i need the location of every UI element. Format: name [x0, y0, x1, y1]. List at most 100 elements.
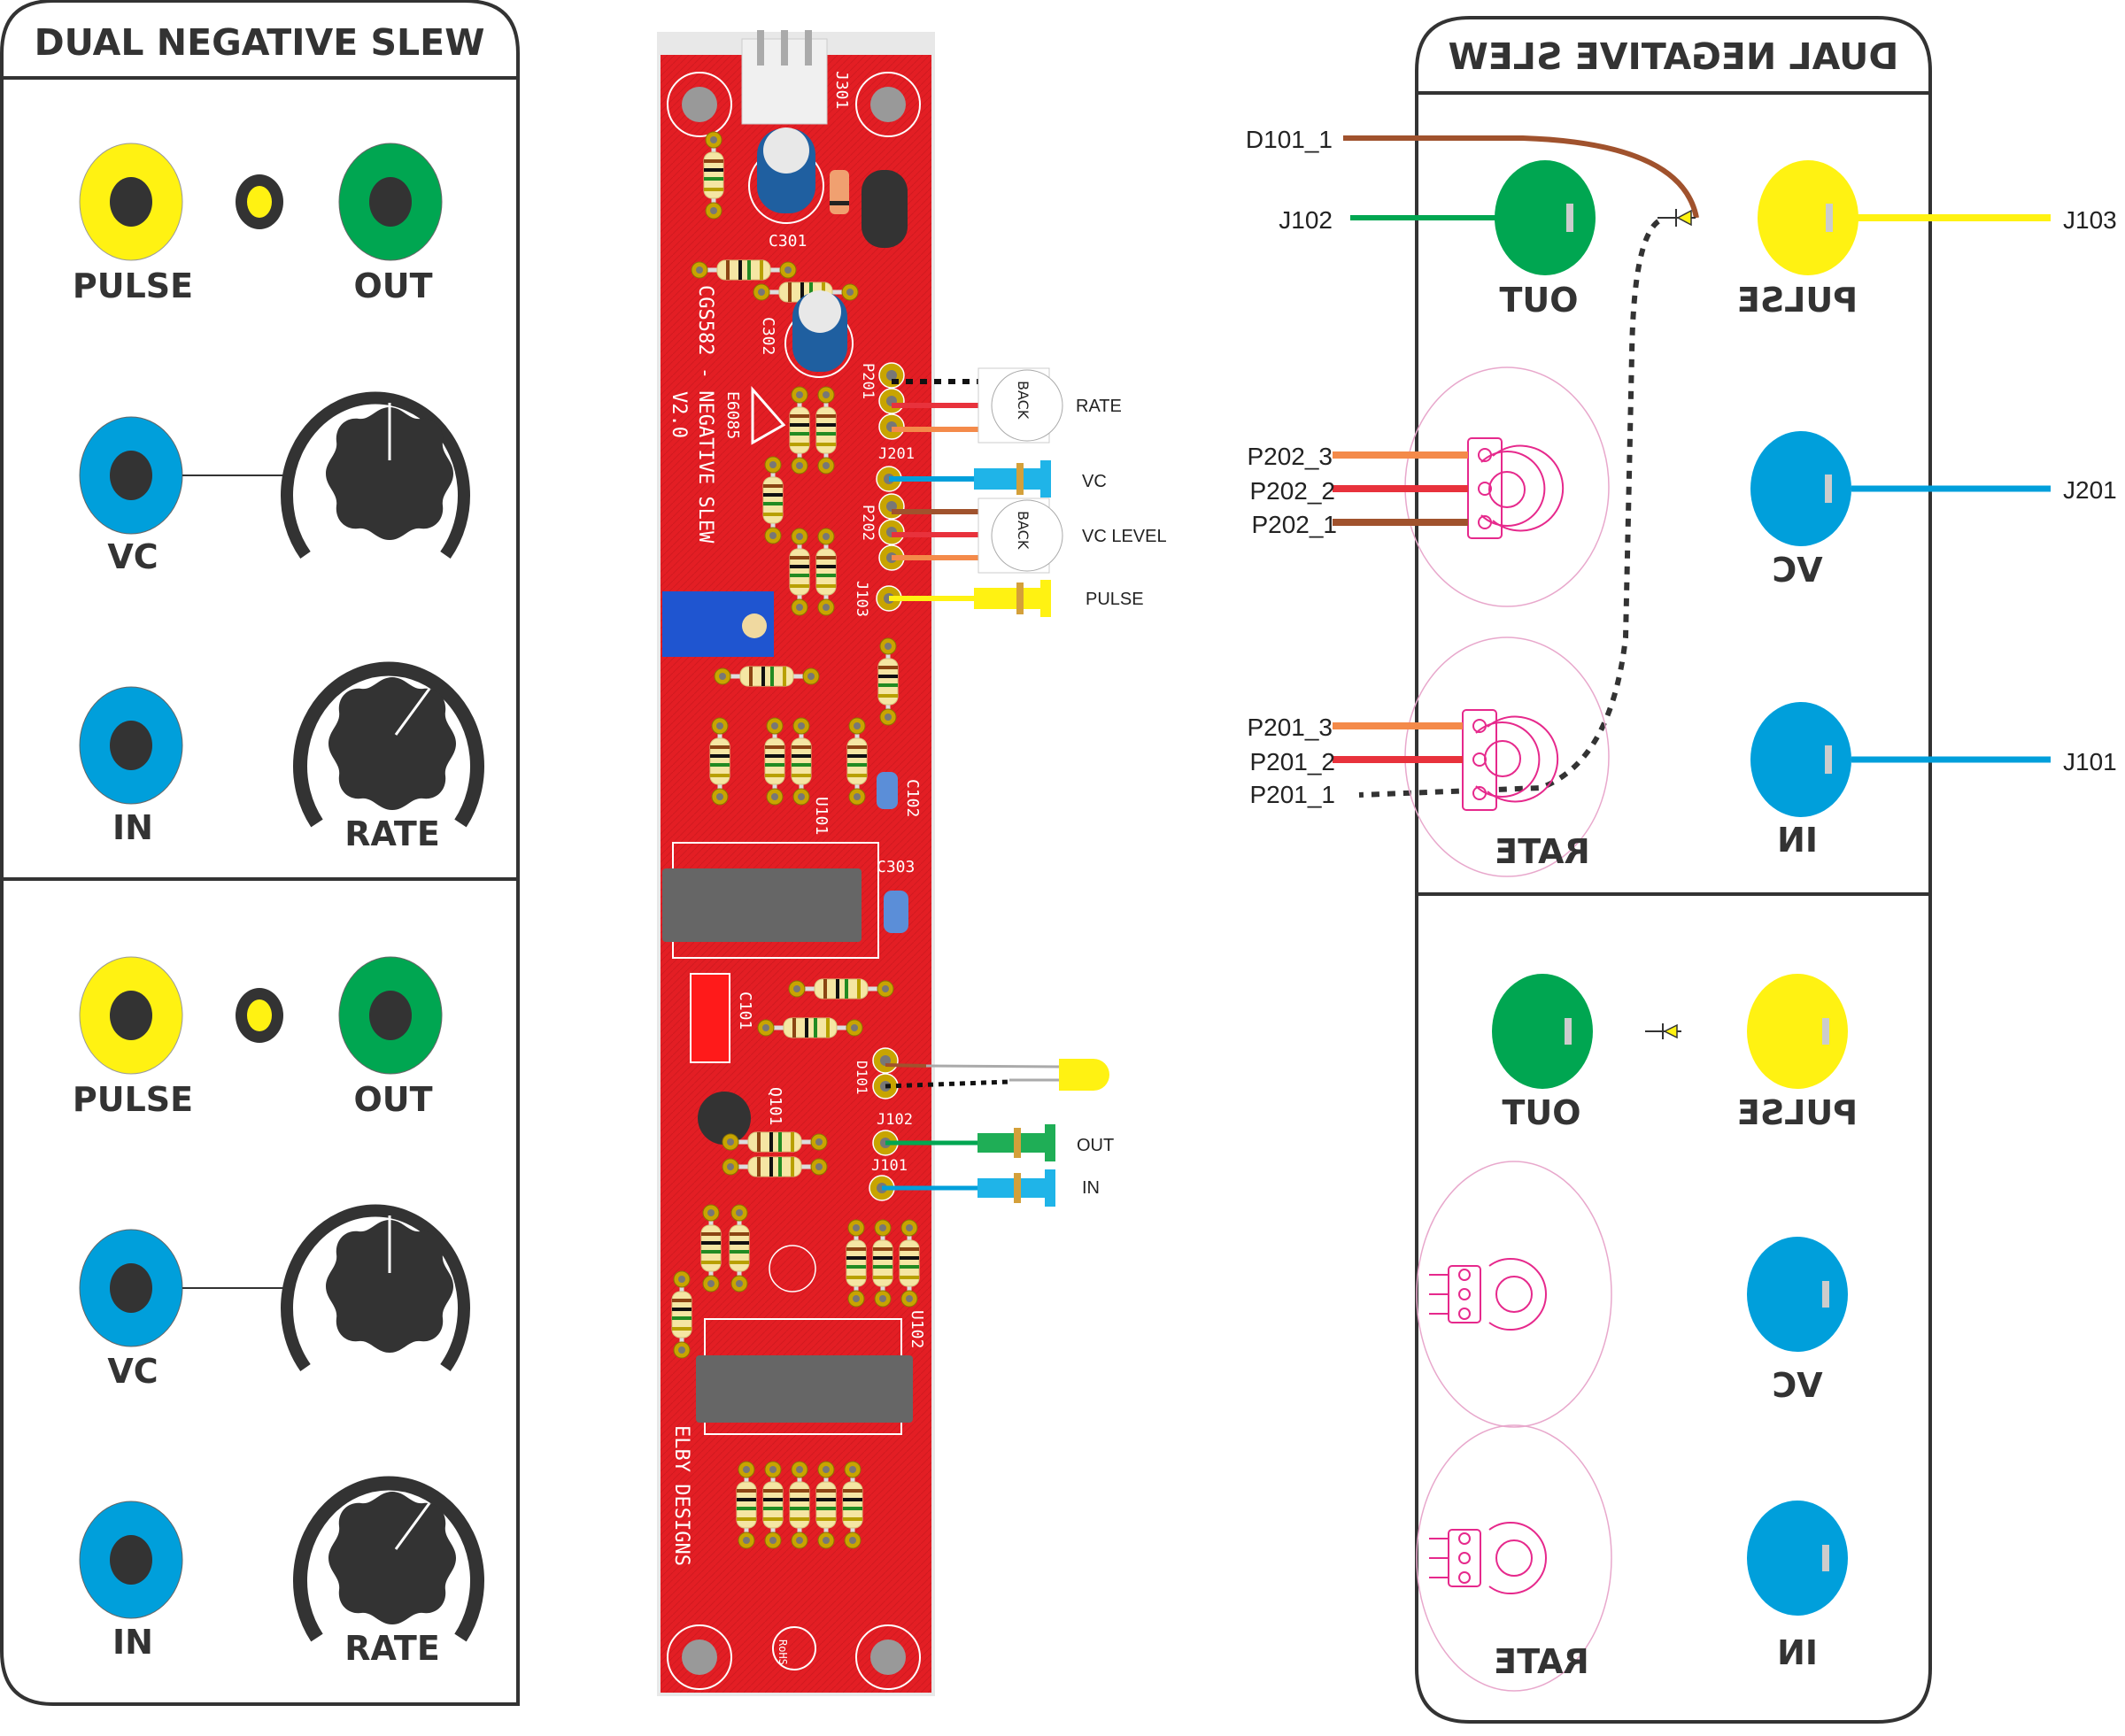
ref-j102: J102	[877, 1111, 913, 1129]
in-label: IN	[112, 1623, 153, 1662]
wire-label-p201-1: P201_1	[1249, 781, 1335, 808]
vc-label: VC	[107, 1352, 158, 1391]
rate-knob[interactable]	[293, 661, 484, 828]
wire-labels: D101_1 J102 J103 P202_3 P202_2 P202_1 J2…	[1246, 126, 2117, 808]
ref-j101: J101	[871, 1157, 908, 1175]
ref-j301: J301	[832, 71, 851, 109]
rohs-icon: RoHS	[772, 1626, 816, 1670]
trimmer-potentiometer	[662, 591, 774, 657]
front-channel-1: PULSE OUT VC IN RATE	[73, 143, 484, 853]
pot-back-label: BACK	[1015, 381, 1032, 420]
mounting-hole	[855, 72, 921, 137]
rate-label-rear: RATE	[1494, 1642, 1589, 1681]
pulse-label-rear: PULSE	[1737, 1093, 1858, 1132]
pulse-jack-rear[interactable]	[1758, 160, 1858, 275]
ref-c102: C102	[903, 779, 922, 817]
header-p202: P202	[859, 493, 905, 571]
pcb-board: J301 C301 RP02 C302 CGS582 -	[657, 30, 935, 1696]
rate-knob[interactable]	[293, 1476, 484, 1642]
vc-jack-rear[interactable]	[1747, 1237, 1848, 1352]
rate-label: RATE	[344, 1629, 440, 1668]
front-panel: DUAL NEGATIVE SLEW	[0, 0, 520, 1706]
diode	[830, 170, 849, 214]
pulse-label-rear: PULSE	[1737, 281, 1858, 320]
pulse-label: PULSE	[73, 1080, 193, 1119]
out-jack-rear[interactable]	[1492, 974, 1593, 1089]
voltage-regulator	[862, 170, 908, 248]
vc-jack[interactable]	[79, 1229, 183, 1347]
wire-label-j103: J103	[2063, 206, 2117, 234]
ref-u102: U102	[908, 1310, 926, 1348]
ref-c303: C303	[877, 858, 915, 876]
rate-knob-pointer	[394, 688, 431, 736]
rohs-text: RoHS	[777, 1640, 789, 1665]
mounting-hole	[667, 1624, 732, 1690]
wire-label-d101-1: D101_1	[1246, 126, 1333, 153]
board-cert-text: E6085	[723, 391, 742, 439]
ic-u101	[662, 842, 879, 959]
rate-pot-outline	[1416, 1424, 1612, 1692]
ref-u101: U101	[812, 797, 831, 835]
vc-label-rear: VC	[1772, 1366, 1822, 1405]
ref-j201: J201	[878, 445, 915, 463]
offboard-label-rate: RATE	[1076, 397, 1122, 416]
diode-icon	[1645, 1023, 1681, 1039]
pulse-led	[236, 988, 283, 1043]
rate-label-rear: RATE	[1495, 832, 1590, 871]
board-maker-text: ELBY DESIGNS	[670, 1425, 692, 1566]
wire-label-p201-2: P201_2	[1249, 748, 1335, 775]
rate-pot-icon: BACK	[978, 367, 1063, 444]
vc-label-rear: VC	[1772, 551, 1822, 590]
ic-u102	[696, 1318, 913, 1435]
rear-panel-title: DUAL NEGATIVE SLEW	[1449, 35, 1899, 78]
out-label-rear: OUT	[1499, 281, 1578, 320]
ref-c301: C301	[769, 232, 807, 251]
capacitor-c301: C301	[748, 127, 824, 251]
board-title-text: CGS582 - NEGATIVE SLEW	[694, 285, 716, 544]
rear-channel-2: OUT PULSE VC	[1416, 974, 1858, 1692]
pulse-jack-icon	[974, 580, 1051, 617]
in-label-rear: IN	[1777, 821, 1818, 860]
out-jack[interactable]	[338, 143, 443, 261]
vc-level-pot-outline	[1416, 1161, 1612, 1428]
pulse-led	[236, 174, 283, 229]
vc-level-knob[interactable]	[281, 391, 470, 559]
ref-p202: P202	[859, 505, 877, 541]
vc-level-pot-outline	[1404, 366, 1610, 607]
vc-jack-rear[interactable]	[1750, 431, 1851, 546]
diode-icon	[1658, 209, 1696, 227]
offboard-label-out: OUT	[1077, 1136, 1114, 1155]
in-jack[interactable]	[79, 1501, 183, 1619]
off-board-wiring: BACK RATE VC BACK VC LEVEL PULSE	[882, 367, 1167, 1207]
power-connector-j301: J301	[741, 30, 851, 125]
vc-level-pot-icon: BACK	[978, 498, 1063, 574]
vc-level-knob[interactable]	[281, 1204, 470, 1372]
in-jack[interactable]	[79, 686, 183, 805]
capacitor-c302: C302	[759, 290, 854, 378]
out-label: OUT	[353, 1080, 432, 1119]
vc-jack[interactable]	[79, 416, 183, 535]
out-jack-icon	[978, 1124, 1055, 1161]
pulse-jack[interactable]	[79, 143, 183, 261]
capacitor-c303: C303	[877, 858, 915, 933]
vc-label: VC	[107, 537, 158, 576]
wire-label-j101: J101	[2063, 748, 2117, 775]
offboard-label-pulse: PULSE	[1086, 590, 1144, 609]
wire-label-j102: J102	[1279, 206, 1333, 234]
wire-label-p202-3: P202_3	[1247, 443, 1333, 470]
in-jack-rear[interactable]	[1750, 702, 1851, 817]
offboard-label-vc: VC	[1082, 472, 1107, 491]
header-p201: P201 J201	[859, 362, 915, 463]
front-panel-title: DUAL NEGATIVE SLEW	[35, 21, 485, 64]
wire-label-j201: J201	[2063, 476, 2117, 504]
pulse-jack[interactable]	[79, 956, 183, 1075]
capacitor-c102: C102	[877, 772, 922, 817]
pulse-jack-rear[interactable]	[1747, 974, 1848, 1089]
ref-q101: Q101	[766, 1087, 784, 1125]
out-jack-rear[interactable]	[1495, 160, 1596, 275]
capacitor-c101: C101	[690, 973, 754, 1063]
in-jack-rear[interactable]	[1747, 1501, 1848, 1616]
out-jack[interactable]	[338, 956, 443, 1075]
rear-panel: DUAL NEGATIVE SLEW	[1415, 16, 1932, 1724]
